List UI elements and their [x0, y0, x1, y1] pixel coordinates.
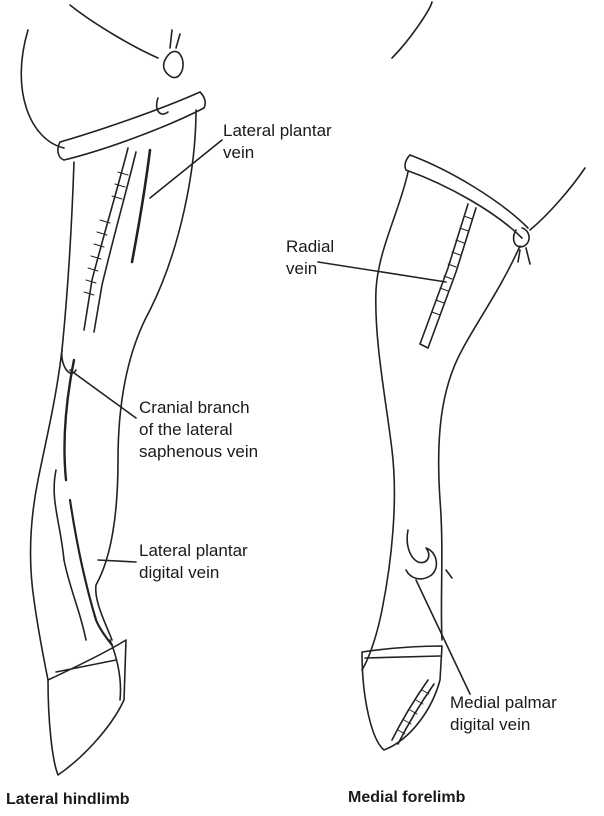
- hindlimb-hock: [54, 350, 76, 560]
- forelimb-right-contour: [439, 246, 520, 640]
- label-line: Radial: [286, 237, 335, 256]
- label-line: Lateral plantar: [223, 121, 332, 140]
- hindlimb-thigh-outline: [21, 30, 64, 148]
- hindlimb-hoof: [48, 640, 126, 775]
- forelimb-drawing: [362, 2, 585, 750]
- label-line: Medial palmar: [450, 693, 557, 712]
- hindlimb-catheter-ribs: [84, 172, 128, 295]
- hindlimb-right-contour: [96, 110, 196, 640]
- leader-lateral-plantar-digital-vein: [98, 560, 136, 562]
- label-line: digital vein: [450, 715, 531, 734]
- forelimb-tourniquet-knot: [514, 228, 530, 264]
- forelimb-digital-catheter: [392, 680, 434, 744]
- leader-radial-vein: [318, 262, 446, 282]
- label-line: digital vein: [139, 563, 220, 582]
- label-medial-palmar-digital-vein: Medial palmar digital vein: [450, 692, 557, 736]
- label-lateral-plantar-digital-vein: Lateral plantar digital vein: [139, 540, 248, 584]
- caption-lateral-hindlimb: Lateral hindlimb: [6, 791, 130, 808]
- label-radial-vein: Radial vein: [286, 236, 334, 280]
- label-line: saphenous vein: [139, 442, 259, 461]
- hindlimb-thigh-top: [70, 5, 158, 58]
- hindlimb-tourniquet-knot: [157, 30, 183, 114]
- forelimb-radial-vein: [420, 204, 476, 348]
- label-line: of the lateral: [139, 420, 233, 439]
- hindlimb-tourniquet: [58, 92, 205, 160]
- forelimb-top-curve: [392, 2, 585, 230]
- forelimb-hoof: [362, 646, 442, 750]
- hindlimb-pastern: [64, 560, 121, 700]
- caption-medial-forelimb: Medial forelimb: [348, 789, 466, 806]
- hindlimb-cranial-branch-vein: [64, 360, 74, 480]
- leader-cranial-branch: [70, 370, 136, 418]
- hindlimb-drawing: [21, 5, 205, 775]
- leader-lateral-plantar-vein: [150, 140, 222, 198]
- label-line: vein: [286, 259, 318, 278]
- hindlimb-digital-vein: [70, 500, 112, 645]
- hindlimb-catheter: [84, 148, 136, 332]
- label-line: Lateral plantar: [139, 541, 248, 560]
- hindlimb-lateral-plantar-vein: [132, 150, 150, 262]
- label-line: Cranial branch: [139, 398, 250, 417]
- hindlimb-left-contour: [31, 162, 74, 680]
- label-cranial-branch: Cranial branch of the lateral saphenous …: [139, 397, 258, 463]
- leader-medial-palmar-digital-vein: [416, 580, 470, 694]
- label-lateral-plantar-vein: Lateral plantar vein: [223, 120, 332, 164]
- forelimb-fetlock: [406, 530, 452, 579]
- forelimb-left-contour: [362, 172, 408, 670]
- forelimb-digital-ribs: [398, 690, 429, 734]
- label-line: vein: [223, 143, 255, 162]
- forelimb-radial-ribs: [432, 216, 472, 315]
- forelimb-tourniquet: [405, 155, 528, 238]
